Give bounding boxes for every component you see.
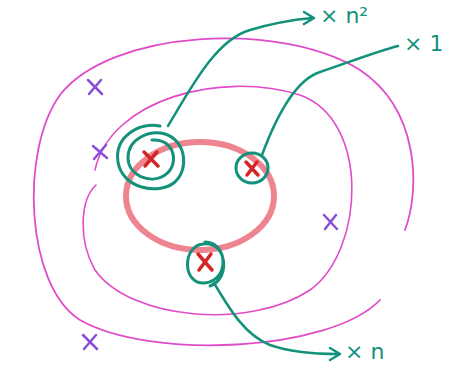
leader-line xyxy=(262,46,398,155)
red-cross xyxy=(144,152,158,166)
leader-line xyxy=(168,12,314,126)
multiplier-label: × n xyxy=(345,340,384,364)
multiplier-label: × 1 xyxy=(404,32,443,56)
multiplier-label: × n² xyxy=(320,4,368,28)
purple-cross xyxy=(88,80,102,94)
purple-cross xyxy=(324,215,337,229)
big-spiral xyxy=(118,125,184,188)
purple-cross xyxy=(93,145,107,159)
inner-ring xyxy=(83,86,352,314)
red-cross xyxy=(246,162,258,175)
small-circle xyxy=(236,153,268,183)
bottom-circle xyxy=(187,242,223,286)
red-cross xyxy=(198,254,212,270)
purple-cross xyxy=(83,335,97,349)
leader-line xyxy=(214,283,340,360)
red-ring xyxy=(126,142,274,250)
